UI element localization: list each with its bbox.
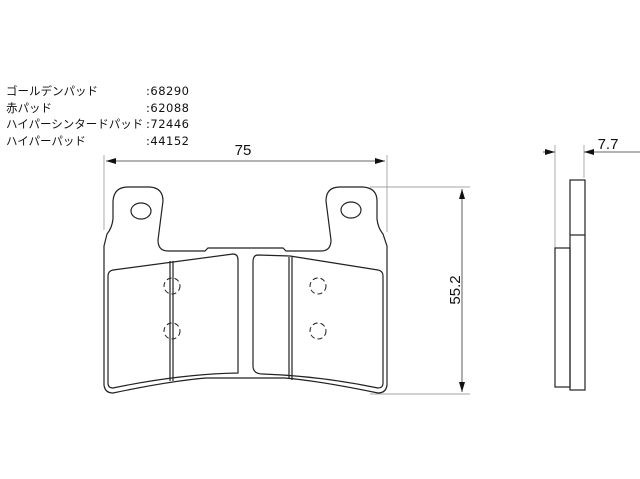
piston-position-circle (163, 277, 181, 295)
pad-code: :62088 (146, 100, 190, 115)
side-view-friction-material (554, 247, 571, 388)
side-view-backing-plate (569, 179, 586, 391)
piston-position-circle (309, 277, 327, 295)
pad-code: :68290 (146, 84, 190, 98)
backing-plate-outline (103, 186, 388, 394)
pad-type-name: 赤パッド (6, 100, 52, 115)
pad-type-name: ハイパーパッド (6, 133, 86, 148)
pad-code: :44152 (146, 133, 190, 148)
product-code-row: 赤パッド :62088 (6, 100, 206, 117)
product-code-list: ゴールデンパッド :68290 赤パッド :62088 ハイパーシンタードパッド:7… (6, 83, 206, 149)
product-code-row: ハイパーシンタードパッド:72446 (6, 116, 206, 133)
height-label: 55.2 (447, 275, 464, 304)
pad-code: :72446 (146, 117, 190, 131)
thickness-label: 7.7 (598, 136, 619, 153)
width-label: 75 (235, 142, 252, 159)
product-code-row: ゴールデンパッド :68290 (6, 83, 206, 100)
mounting-hole (130, 202, 152, 220)
pad-type-name: ハイパーシンタードパッド (6, 117, 144, 131)
piston-position-circle (163, 322, 181, 340)
friction-material-left (107, 253, 239, 389)
piston-position-circle (309, 322, 327, 340)
friction-material-right (252, 254, 384, 389)
pad-type-name: ゴールデンパッド (6, 84, 98, 98)
product-code-row: ハイパーパッド :44152 (6, 133, 206, 150)
mounting-hole (340, 201, 362, 219)
